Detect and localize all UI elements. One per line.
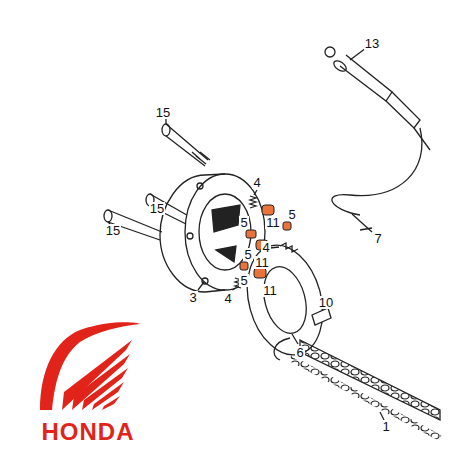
callout-number: 13 bbox=[364, 37, 380, 50]
callout-number: 4 bbox=[252, 176, 261, 189]
callout-number: 15 bbox=[155, 106, 171, 119]
callout-number: 15 bbox=[105, 224, 121, 237]
callout-number: 5 bbox=[287, 208, 296, 221]
callout-number: 6 bbox=[295, 346, 304, 359]
callout-number: 11 bbox=[254, 256, 270, 269]
callout-number: 7 bbox=[373, 232, 382, 245]
callout-number: 3 bbox=[188, 291, 197, 304]
callout-number: 4 bbox=[223, 292, 232, 305]
callout-number: 1 bbox=[381, 420, 390, 433]
callout-number: 5 bbox=[243, 248, 252, 261]
callout-number: 4 bbox=[261, 241, 270, 254]
brand-name: HONDA bbox=[41, 420, 136, 444]
callout-number: 5 bbox=[239, 274, 248, 287]
callout-number: 11 bbox=[262, 284, 278, 297]
callout-number: 5 bbox=[239, 216, 248, 229]
callout-number: 10 bbox=[318, 296, 334, 309]
callout-number: 11 bbox=[265, 216, 281, 229]
callout-number: 15 bbox=[149, 202, 165, 215]
honda-wing-logo bbox=[40, 322, 140, 410]
